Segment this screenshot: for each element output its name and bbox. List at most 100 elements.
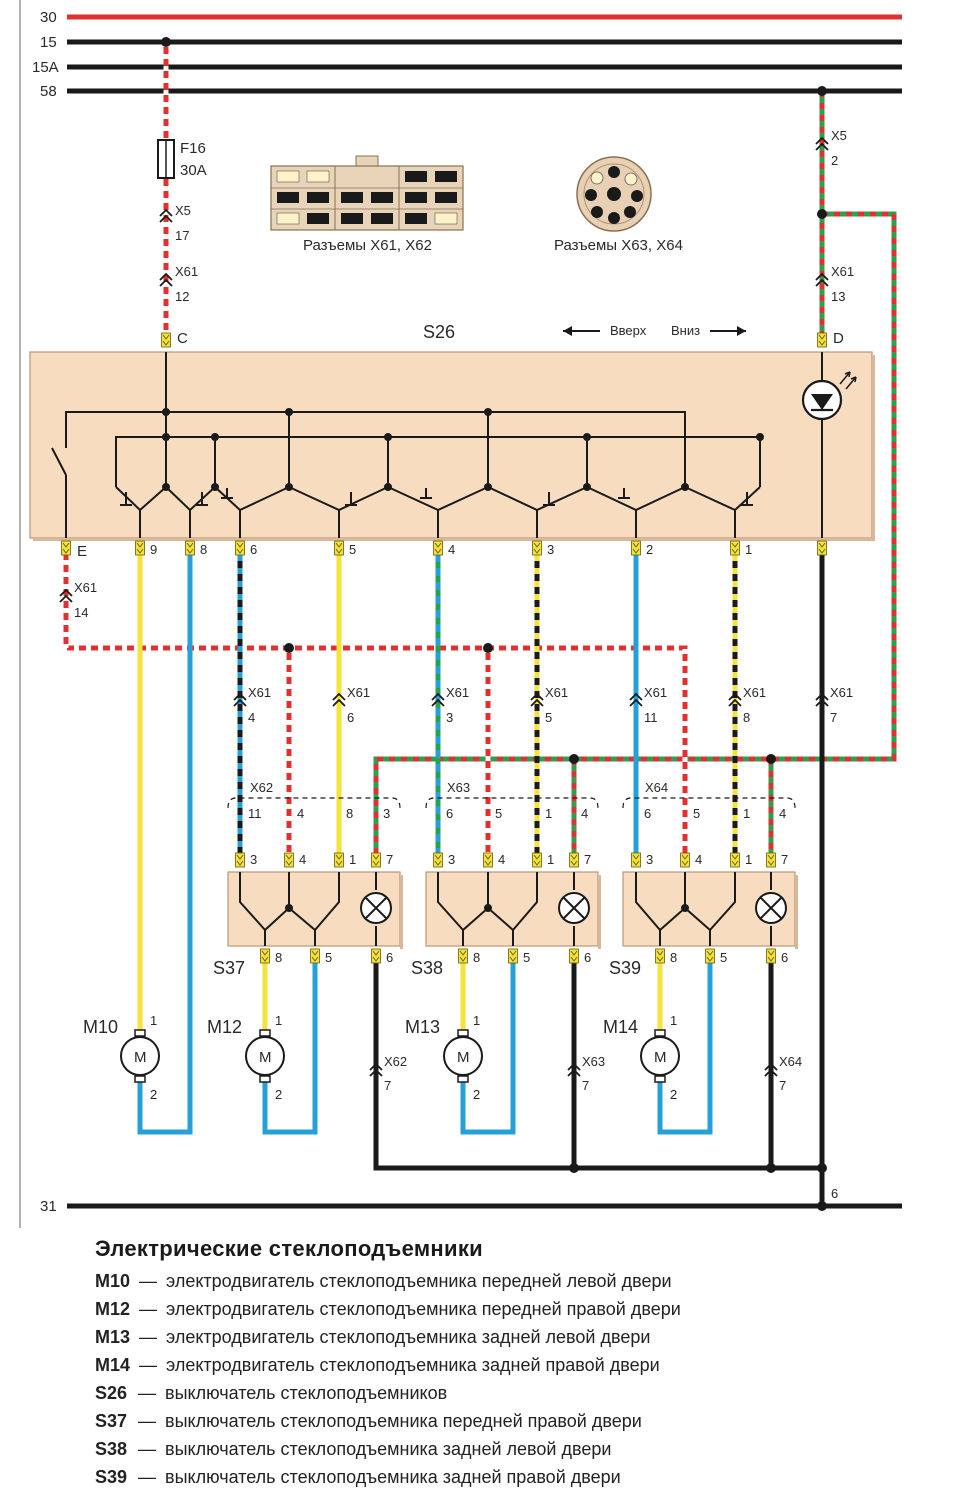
svg-text:X61: X61 [175, 264, 198, 279]
svg-text:5: 5 [693, 806, 700, 821]
legend-sep: — [138, 1467, 157, 1487]
connector-x61-3: X61 3 [431, 685, 469, 725]
s26-direction: Вверх Вниз [563, 323, 746, 338]
svg-text:M12: M12 [207, 1017, 242, 1037]
svg-text:2: 2 [473, 1087, 480, 1102]
s26-pin-8: 8 [200, 542, 207, 557]
svg-text:5: 5 [523, 950, 530, 965]
svg-text:6: 6 [347, 710, 354, 725]
svg-text:2: 2 [831, 153, 838, 168]
legend-sep: — [139, 1355, 158, 1375]
wires [63, 42, 897, 1206]
svg-text:2: 2 [150, 1087, 157, 1102]
svg-text:1: 1 [473, 1013, 480, 1028]
mid-connectors: X61 14 X61 4 X61 6 X61 3 X61 5 X61 11 [59, 580, 853, 725]
rail-label-15a: 15A [32, 59, 59, 76]
connector-ground-x63: X63 7 [567, 1054, 605, 1093]
svg-text:1: 1 [547, 852, 554, 867]
svg-text:6: 6 [386, 950, 393, 965]
svg-text:4: 4 [299, 852, 306, 867]
svg-text:8: 8 [743, 710, 750, 725]
rail-label-15: 15 [40, 34, 57, 51]
svg-text:7: 7 [584, 852, 591, 867]
wire-ground-doors [373, 956, 822, 1171]
svg-text:3: 3 [646, 852, 653, 867]
legend-code: M13 [95, 1327, 131, 1347]
motor-icon [640, 1036, 680, 1076]
svg-text:X62: X62 [384, 1054, 407, 1069]
legend-text: электродвигатель стеклоподъемника передн… [166, 1299, 681, 1319]
svg-text:7: 7 [781, 852, 788, 867]
svg-text:M: M [457, 1049, 470, 1066]
s37-name: S37 [213, 958, 245, 978]
legend-code: S39 [95, 1467, 128, 1487]
switch-s37: 3 4 1 7 8 5 6 S37 [213, 852, 403, 978]
svg-text:X5: X5 [175, 203, 191, 218]
svg-text:2: 2 [275, 1087, 282, 1102]
motor-icon [443, 1036, 483, 1076]
motor-m10: M10 M 1 2 [83, 1013, 160, 1102]
wire-m10-blue [137, 548, 193, 1135]
svg-text:14: 14 [74, 605, 88, 620]
legend-sep: — [138, 1383, 157, 1403]
s26-body [29, 351, 873, 539]
legend-sep: — [139, 1299, 158, 1319]
svg-text:6: 6 [584, 950, 591, 965]
ground-pin-label: 6 [831, 1186, 838, 1201]
svg-text:7: 7 [384, 1078, 391, 1093]
rail-label-31: 31 [40, 1198, 57, 1215]
connector-ground-x62: X62 7 [369, 1054, 407, 1093]
terminal-e: E [77, 543, 87, 560]
legend-item: S26 — выключатель стеклоподъемников [95, 1379, 935, 1407]
svg-text:7: 7 [582, 1078, 589, 1093]
svg-text:M: M [134, 1049, 147, 1066]
motor-icon [245, 1036, 285, 1076]
s26-internal-circuit [51, 352, 823, 538]
switch-s26: S26 Вверх Вниз [29, 322, 875, 560]
svg-text:X61: X61 [644, 685, 667, 700]
legend-sep: — [138, 1411, 157, 1431]
motor-m12: M12 M 1 2 [207, 1013, 285, 1102]
svg-text:7: 7 [386, 852, 393, 867]
legend-text: выключатель стеклоподъемников [165, 1383, 448, 1403]
svg-text:3: 3 [446, 710, 453, 725]
svg-text:X5: X5 [831, 128, 847, 143]
legend-code: M12 [95, 1299, 131, 1319]
svg-text:5: 5 [720, 950, 727, 965]
svg-text:X61: X61 [743, 685, 766, 700]
legend-code: M10 [95, 1271, 131, 1291]
rail-label-30: 30 [40, 9, 57, 26]
connector-view-round: Разъемы X63, X64 [554, 156, 683, 254]
svg-text:M14: M14 [603, 1017, 638, 1037]
svg-text:17: 17 [175, 228, 189, 243]
svg-text:11: 11 [644, 710, 658, 725]
fuse-name: F16 [180, 140, 206, 157]
legend-sep: — [139, 1271, 158, 1291]
svg-text:13: 13 [831, 289, 845, 304]
legend-code: S38 [95, 1439, 128, 1459]
legend-item: S39 — выключатель стеклоподъемника задне… [95, 1463, 935, 1491]
svg-text:6: 6 [446, 806, 453, 821]
legend-code: S26 [95, 1383, 128, 1403]
svg-text:8: 8 [473, 950, 480, 965]
legend-sep: — [138, 1439, 157, 1459]
connector-x61-11: X61 11 [629, 685, 667, 725]
svg-text:3: 3 [448, 852, 455, 867]
direction-down-label: Вниз [671, 323, 700, 338]
svg-text:6: 6 [781, 950, 788, 965]
svg-text:8: 8 [346, 806, 353, 821]
legend-text: выключатель стеклоподъемника передней пр… [165, 1411, 642, 1431]
svg-text:7: 7 [830, 710, 837, 725]
svg-text:6: 6 [644, 806, 651, 821]
connector-view-rect: Разъемы X61, X62 [270, 155, 464, 254]
legend-text: выключатель стеклоподъемника задней прав… [165, 1467, 621, 1487]
junction-dots [161, 37, 827, 1211]
svg-text:X63: X63 [447, 780, 470, 795]
s26-pin-4: 4 [448, 542, 455, 557]
svg-text:5: 5 [495, 806, 502, 821]
svg-text:2: 2 [670, 1087, 677, 1102]
connector-top-x5-17: X5 17 [159, 203, 191, 243]
svg-text:X61: X61 [831, 264, 854, 279]
legend-text: электродвигатель стеклоподъемника задней… [166, 1327, 651, 1347]
wire-illum-branch [373, 211, 897, 860]
